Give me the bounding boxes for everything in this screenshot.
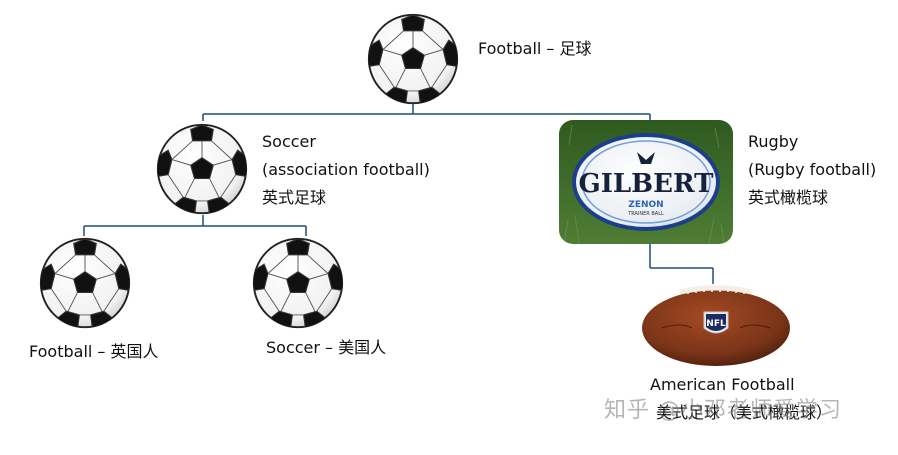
soccer-ball-icon xyxy=(38,236,132,330)
soccer-label-line1: Soccer xyxy=(262,132,316,151)
rugby-sub-text: TRAINER BALL xyxy=(627,211,664,217)
rugby-label: Rugby (Rugby football) 英式橄榄球 xyxy=(748,128,876,212)
american-football-icon: NFL xyxy=(642,285,790,366)
child-us-label-text: Soccer – 美国人 xyxy=(266,338,387,357)
soccer-ball-icon xyxy=(366,12,460,106)
rugby-label-line1: Rugby xyxy=(748,132,799,151)
american-football-label-line1: American Football xyxy=(650,375,795,394)
child-us-label: Soccer – 美国人 xyxy=(266,334,386,362)
rugby-brand-text: GILBERT xyxy=(579,169,715,199)
soccer-ball-icon xyxy=(155,122,249,216)
rugby-ball-photo: GILBERT ZENON TRAINER BALL xyxy=(559,120,733,244)
american-football-label-line2: 美式足球（美式橄榄球） xyxy=(656,403,833,422)
rugby-label-line2: (Rugby football) xyxy=(748,160,877,179)
child-uk-label: Football – 英国人 xyxy=(29,338,159,366)
gilbert-logo-icon xyxy=(637,152,655,164)
american-football-label: American Football 美式足球（美式橄榄球） xyxy=(650,371,832,427)
soccer-ball-icon xyxy=(251,236,345,330)
nfl-logo-text: NFL xyxy=(706,319,726,329)
soccer-label-line3: 英式足球 xyxy=(262,188,327,207)
root-label: Football – 足球 xyxy=(478,35,592,63)
child-uk-label-text: Football – 英国人 xyxy=(29,342,159,361)
rugby-label-line3: 英式橄榄球 xyxy=(748,188,829,207)
soccer-label-line2: (association football) xyxy=(262,160,430,179)
watermark-text: 知乎 @小邓老师爱学习 xyxy=(604,398,842,423)
soccer-label: Soccer (association football) 英式足球 xyxy=(262,128,430,212)
root-label-text: Football – 足球 xyxy=(478,39,592,58)
rugby-model-text: ZENON xyxy=(628,200,663,210)
